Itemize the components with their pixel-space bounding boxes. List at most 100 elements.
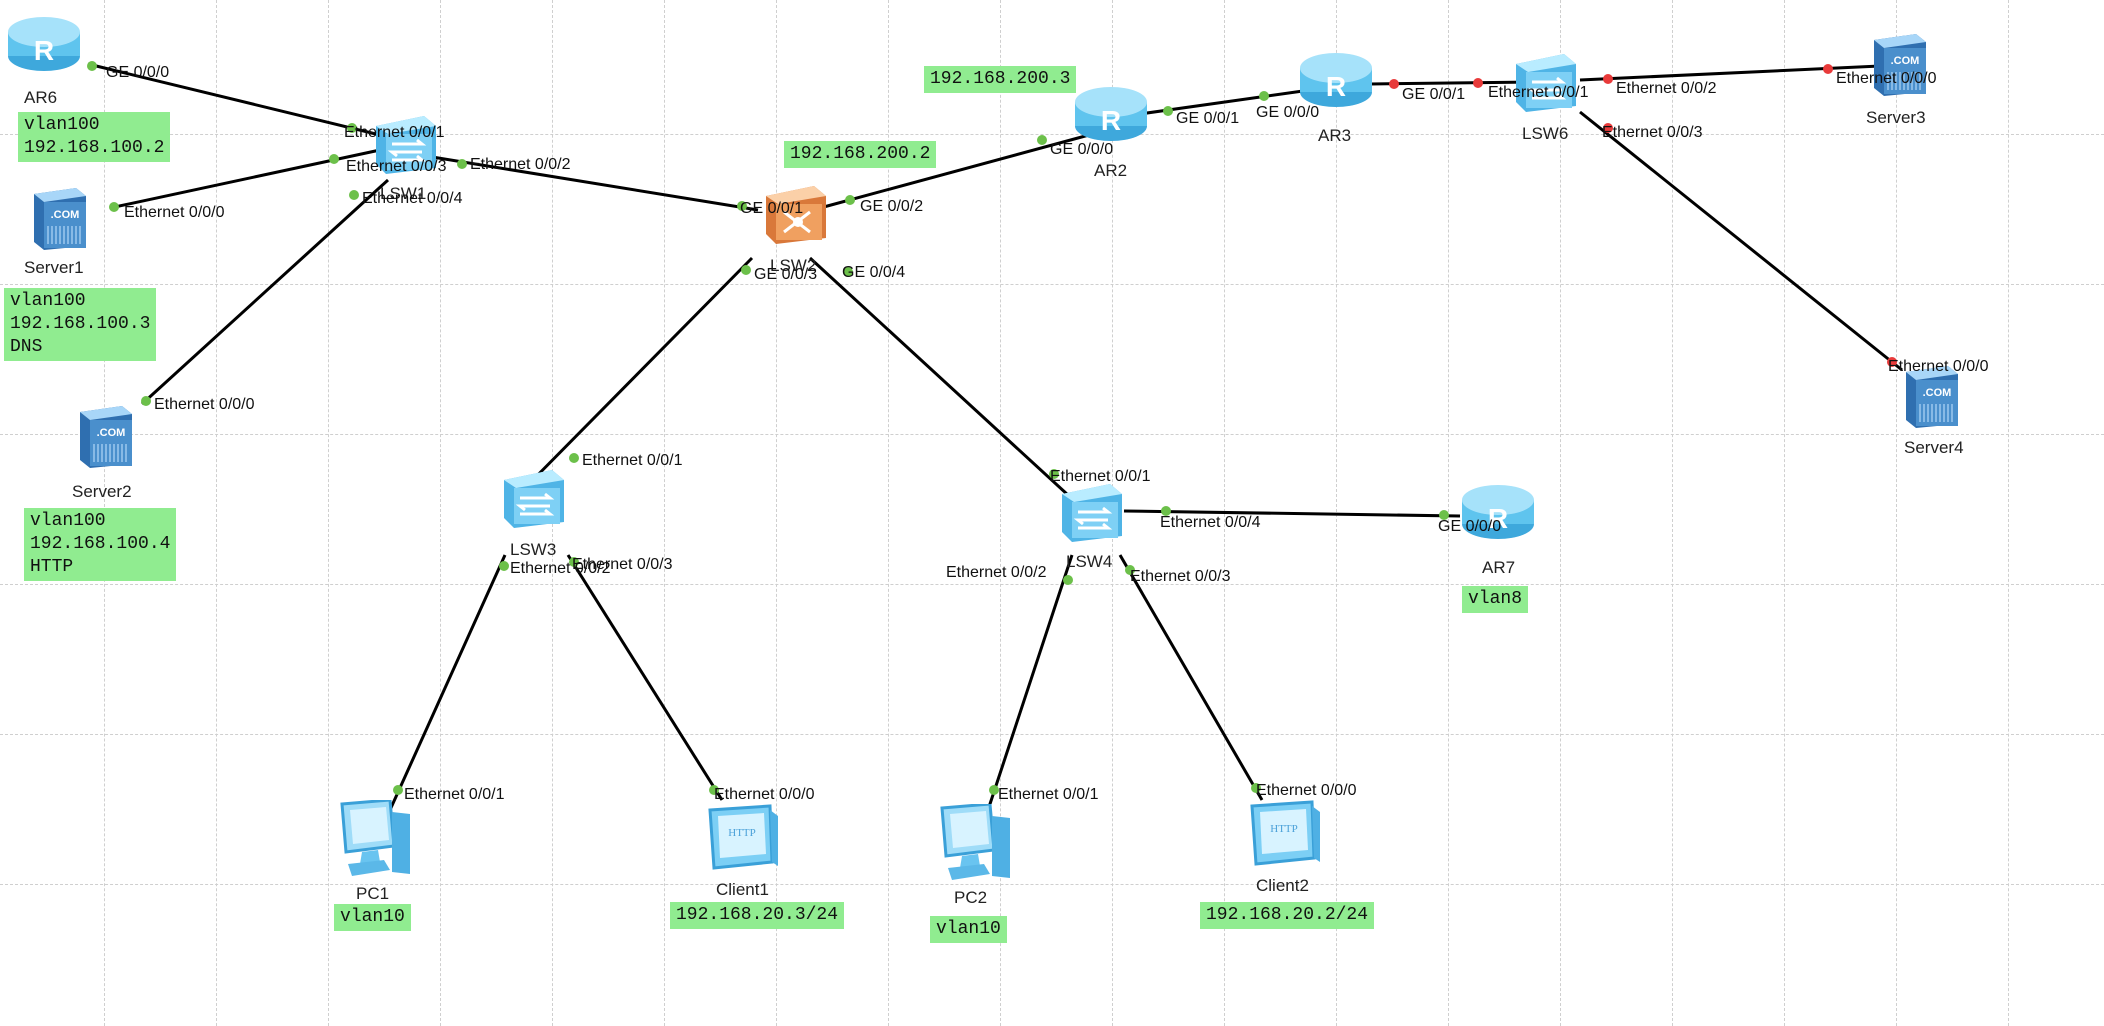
port-label: Ethernet 0/0/1: [1488, 84, 1589, 101]
grid-line: [1000, 0, 1001, 1026]
link-lsw4-client2[interactable]: [1118, 554, 1264, 801]
switch-lsw3[interactable]: [500, 466, 566, 535]
port-dot: [1259, 91, 1269, 101]
grid-line: [0, 434, 2104, 435]
port-label: Ethernet 0/0/1: [998, 786, 1099, 803]
switch-lsw4[interactable]: [1058, 480, 1124, 549]
switch-lsw1[interactable]: [372, 112, 438, 181]
port-label: GE 0/0/1: [1402, 86, 1466, 103]
svg-text:R: R: [1488, 503, 1508, 534]
port-dot: [457, 159, 467, 169]
server-icon: .COM: [80, 406, 132, 468]
port-label: Ethernet 0/0/0: [714, 786, 815, 803]
router-ar2[interactable]: R: [1073, 84, 1149, 149]
port-label: GE 0/0/1: [1176, 110, 1240, 127]
note-client2[interactable]: 192.168.20.2/24: [1200, 902, 1375, 929]
port-dot: [1603, 74, 1613, 84]
device-label: LSW4: [1066, 552, 1113, 571]
note-server2[interactable]: vlan100 192.168.100.4 HTTP: [24, 508, 177, 581]
link-lsw6-server3[interactable]: [1579, 64, 1881, 82]
server-server1[interactable]: .COM: [28, 184, 90, 257]
grid-line: [216, 0, 217, 1026]
port-label: Ethernet 0/0/0: [1888, 358, 1989, 375]
switch-lsw6[interactable]: [1512, 50, 1578, 119]
device-label: Client2: [1256, 876, 1309, 895]
pc-pc2[interactable]: [934, 802, 1014, 889]
port-dot: [1823, 64, 1833, 74]
link-lsw4-ar7[interactable]: [1123, 509, 1461, 518]
device-label: AR3: [1318, 126, 1352, 145]
note-ar2[interactable]: 192.168.200.3: [924, 66, 1077, 93]
port-dot: [1251, 783, 1261, 793]
svg-text:R: R: [1101, 105, 1121, 136]
server-icon: .COM: [1906, 366, 1958, 428]
client-client1[interactable]: HTTP: [704, 804, 780, 877]
port-dot: [499, 561, 509, 571]
link-server2-lsw1[interactable]: [140, 178, 390, 406]
client-client2[interactable]: HTTP: [1246, 800, 1322, 873]
port-dot: [737, 201, 747, 211]
note-lsw2[interactable]: 192.168.200.2: [784, 141, 937, 168]
device-label: LSW2: [770, 256, 817, 275]
port-dot: [1049, 469, 1059, 479]
port-label: Ethernet 0/0/2: [1616, 80, 1717, 97]
router-ar7[interactable]: R: [1460, 482, 1536, 547]
device-label: LSW6: [1522, 124, 1569, 143]
port-label: Ethernet 0/0/4: [1160, 514, 1261, 531]
note-server1[interactable]: vlan100 192.168.100.3 DNS: [4, 288, 157, 361]
port-label: GE 0/0/4: [842, 264, 906, 281]
note-ar6[interactable]: vlan100 192.168.100.2: [18, 112, 171, 162]
svg-text:.COM: .COM: [51, 209, 80, 221]
svg-text:.COM: .COM: [1891, 55, 1920, 67]
note-pc2[interactable]: vlan10: [930, 916, 1007, 943]
device-label: Client1: [716, 880, 769, 899]
device-label: Server3: [1866, 108, 1926, 127]
port-label: GE 0/0/0: [1050, 141, 1114, 158]
device-label: PC1: [356, 884, 390, 903]
link-lsw3-pc1[interactable]: [388, 554, 507, 811]
port-dot: [1037, 135, 1047, 145]
grid-line: [2008, 0, 2009, 1026]
note-ar7[interactable]: vlan8: [1462, 586, 1529, 613]
link-lsw4-pc2[interactable]: [986, 554, 1074, 811]
server-server2[interactable]: .COM: [74, 402, 136, 475]
link-lsw2-lsw3[interactable]: [516, 256, 754, 497]
server-server4[interactable]: .COM: [1900, 362, 1962, 435]
port-label: GE 0/0/1: [740, 200, 804, 217]
port-label: GE 0/0/0: [1438, 518, 1502, 535]
svg-text:.COM: .COM: [97, 427, 126, 439]
grid-line: [0, 734, 2104, 735]
grid-line: [776, 0, 777, 1026]
port-dot: [1887, 357, 1897, 367]
link-lsw2-ar2[interactable]: [819, 130, 1101, 210]
router-ar6[interactable]: R: [6, 14, 82, 79]
switch-lsw2[interactable]: [762, 182, 828, 251]
port-label: Ethernet 0/0/0: [1256, 782, 1357, 799]
note-pc1[interactable]: vlan10: [334, 904, 411, 931]
port-dot: [989, 785, 999, 795]
device-label: Server1: [24, 258, 84, 277]
note-client1[interactable]: 192.168.20.3/24: [670, 902, 845, 929]
port-dot: [1439, 510, 1449, 520]
svg-text:R: R: [34, 35, 54, 66]
port-dot: [393, 785, 403, 795]
device-label: AR2: [1094, 161, 1128, 180]
port-label: Ethernet 0/0/4: [362, 190, 463, 207]
port-label: GE 0/0/2: [860, 198, 924, 215]
port-dot: [1473, 78, 1483, 88]
server-server3[interactable]: .COM: [1868, 30, 1930, 103]
link-lsw3-client1[interactable]: [566, 554, 724, 801]
port-dot: [141, 396, 151, 406]
port-label: Ethernet 0/0/1: [404, 786, 505, 803]
link-lsw2-lsw4[interactable]: [808, 256, 1070, 497]
link-lsw1-lsw2[interactable]: [419, 153, 759, 212]
pc-pc1[interactable]: [334, 798, 414, 885]
switch-icon: [376, 116, 436, 174]
link-lsw6-server4[interactable]: [1579, 110, 1903, 372]
l3-switch-icon: [766, 186, 826, 244]
link-ar6-lsw1[interactable]: [87, 62, 381, 137]
router-ar3[interactable]: R: [1298, 50, 1374, 115]
switch-icon: [1062, 484, 1122, 542]
port-label: Ethernet 0/0/1: [344, 124, 445, 141]
